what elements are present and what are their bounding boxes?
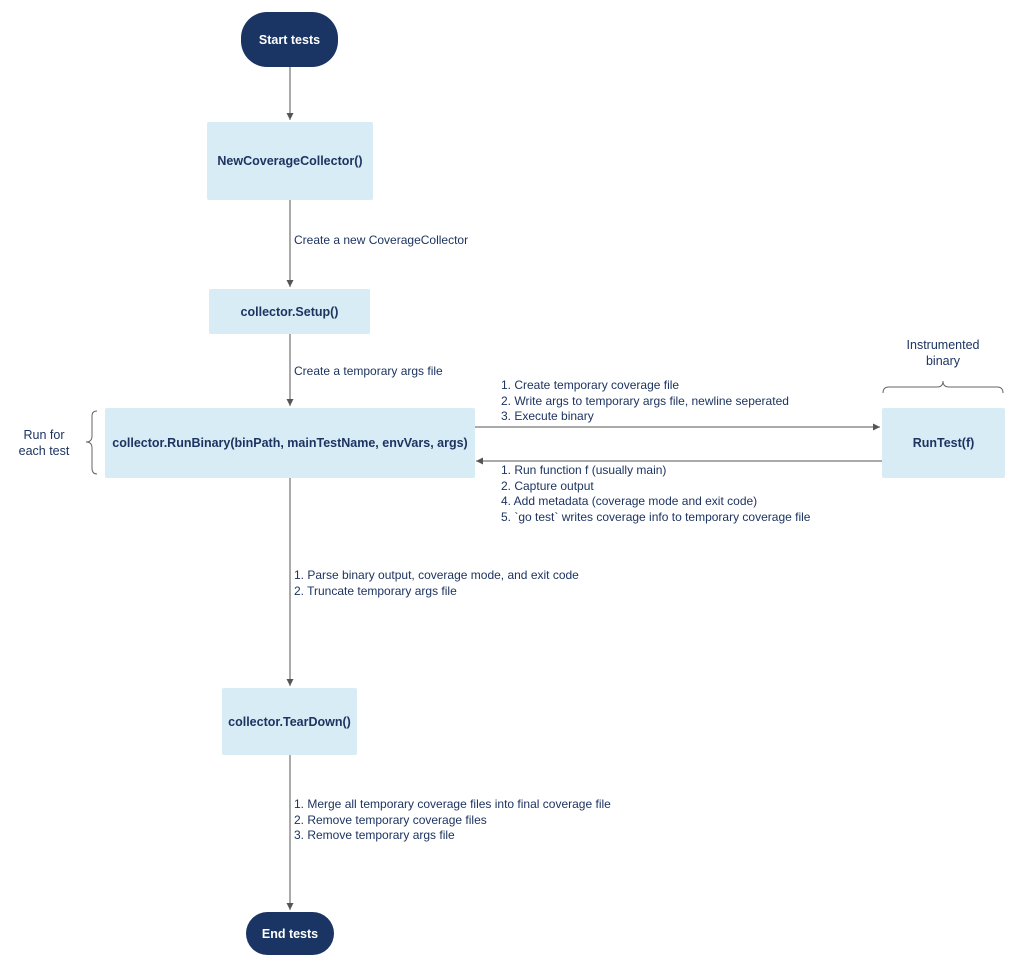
left-brace bbox=[85, 410, 98, 475]
merge-steps: 1. Merge all temporary coverage files in… bbox=[294, 797, 611, 844]
run-for-each-test-line: each test bbox=[18, 443, 70, 458]
instrumented-binary-line: Instrumented bbox=[906, 338, 980, 352]
from-run-test-step: 2. Capture output bbox=[501, 478, 594, 493]
from-run-test-step: 1. Run function f (usually main) bbox=[501, 463, 667, 477]
collector-run-binary-node: collector.RunBinary(binPath, mainTestNam… bbox=[105, 408, 475, 478]
run-for-each-test-line: Run for bbox=[23, 428, 65, 442]
collector-setup-node: collector.Setup() bbox=[209, 289, 370, 334]
start-tests-node: Start tests bbox=[241, 12, 338, 67]
merge-step: 3. Remove temporary args file bbox=[294, 828, 455, 842]
from-run-test-steps: 1. Run function f (usually main) 2. Capt… bbox=[501, 463, 810, 525]
run-test-node: RunTest(f) bbox=[882, 408, 1005, 478]
top-brace bbox=[882, 380, 1004, 394]
from-run-test-step: 5. `go test` writes coverage info to tem… bbox=[501, 509, 811, 524]
instrumented-binary-label: Instrumented binary bbox=[893, 338, 993, 369]
to-run-test-step: 2. Write args to temporary args file, ne… bbox=[501, 393, 789, 408]
to-run-test-step: 1. Create temporary coverage file bbox=[501, 378, 680, 392]
create-collector-label: Create a new CoverageCollector bbox=[294, 233, 469, 247]
to-run-test-step: 3. Execute binary bbox=[501, 409, 594, 423]
run-for-each-test-label: Run for each test bbox=[8, 428, 80, 459]
end-tests-node: End tests bbox=[246, 912, 334, 955]
new-coverage-collector-node: NewCoverageCollector() bbox=[207, 122, 373, 200]
merge-step: 1. Merge all temporary coverage files in… bbox=[294, 797, 611, 811]
merge-step: 2. Remove temporary coverage files bbox=[294, 812, 487, 827]
parse-step: 2. Truncate temporary args file bbox=[294, 583, 457, 598]
create-args-file-label: Create a temporary args file bbox=[294, 364, 443, 378]
to-run-test-steps: 1. Create temporary coverage file 2. Wri… bbox=[501, 378, 789, 425]
collector-teardown-node: collector.TearDown() bbox=[222, 688, 357, 755]
parse-steps: 1. Parse binary output, coverage mode, a… bbox=[294, 568, 579, 599]
parse-step: 1. Parse binary output, coverage mode, a… bbox=[294, 568, 579, 582]
instrumented-binary-line: binary bbox=[925, 353, 961, 368]
from-run-test-step: 4. Add metadata (coverage mode and exit … bbox=[501, 494, 758, 508]
